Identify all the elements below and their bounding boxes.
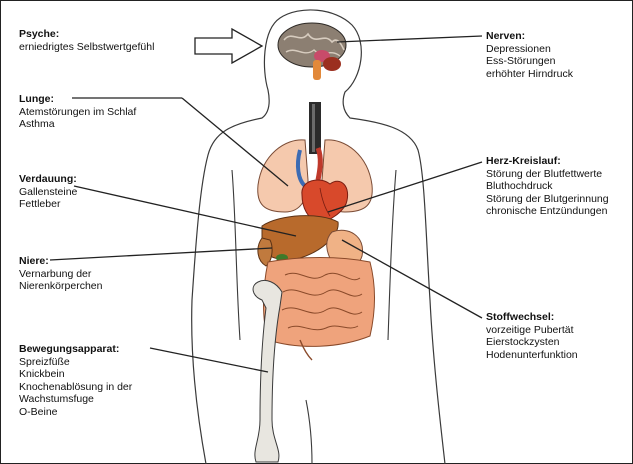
label-lunge-line: Atemstörungen im Schlaf <box>19 106 136 119</box>
label-psyche: Psyche: erniedrigtes Selbstwertgefühl <box>19 28 154 53</box>
label-stoffwechsel: Stoffwechsel: vorzeitige Pubertät Eierst… <box>486 311 578 361</box>
label-psyche-line: erniedrigtes Selbstwertgefühl <box>19 41 154 54</box>
femur-bone-icon <box>253 280 282 462</box>
label-verdauung: Verdauung: Gallensteine Fettleber <box>19 173 77 211</box>
label-lunge-line: Asthma <box>19 118 136 131</box>
arrow-icon <box>195 29 262 63</box>
label-bewegung-line: Wachstumsfuge <box>19 393 132 406</box>
label-nerven-line: Ess-Störungen <box>486 55 573 68</box>
inner-arm-left <box>232 170 240 340</box>
brain-icon <box>278 23 346 80</box>
intestine-icon <box>264 258 375 361</box>
inner-arm-right <box>388 170 396 340</box>
label-niere-line: Vernarbung der <box>19 268 102 281</box>
label-niere-line: Nierenkörperchen <box>19 280 102 293</box>
label-stoffwechsel-line: Eierstockzysten <box>486 336 578 349</box>
label-verdauung-line: Gallensteine <box>19 186 77 199</box>
label-stoffwechsel-line: vorzeitige Pubertät <box>486 324 578 337</box>
label-bewegung-line: Spreizfüße <box>19 356 132 369</box>
label-herz-line: chronische Entzündungen <box>486 205 609 218</box>
trachea-icon <box>309 102 321 154</box>
label-niere: Niere: Vernarbung der Nierenkörperchen <box>19 255 102 293</box>
label-lunge: Lunge: Atemstörungen im Schlaf Asthma <box>19 93 136 131</box>
label-nerven-line: Depressionen <box>486 43 573 56</box>
label-verdauung-title: Verdauung: <box>19 173 77 186</box>
leg-split <box>306 400 312 464</box>
label-bewegung-line: Knochenablösung in der <box>19 381 132 394</box>
label-nerven: Nerven: Depressionen Ess-Störungen erhöh… <box>486 30 573 80</box>
label-nerven-line: erhöhter Hirndruck <box>486 68 573 81</box>
label-stoffwechsel-line: Hodenunterfunktion <box>486 349 578 362</box>
label-bewegung: Bewegungsapparat: Spreizfüße Knickbein K… <box>19 343 132 419</box>
label-lunge-title: Lunge: <box>19 93 136 106</box>
label-psyche-title: Psyche: <box>19 28 154 41</box>
label-niere-title: Niere: <box>19 255 102 268</box>
label-herz-title: Herz-Kreislauf: <box>486 155 609 168</box>
label-bewegung-line: Knickbein <box>19 368 132 381</box>
label-herz: Herz-Kreislauf: Störung der Blutfettwert… <box>486 155 609 218</box>
label-herz-line: Bluthochdruck <box>486 180 609 193</box>
label-nerven-title: Nerven: <box>486 30 573 43</box>
label-verdauung-line: Fettleber <box>19 198 77 211</box>
label-bewegung-title: Bewegungsapparat: <box>19 343 132 356</box>
leader-lunge-2 <box>182 98 288 186</box>
label-herz-line: Störung der Blutfettwerte <box>486 168 609 181</box>
label-bewegung-line: O-Beine <box>19 406 132 419</box>
label-stoffwechsel-title: Stoffwechsel: <box>486 311 578 324</box>
liver-icon <box>262 216 338 260</box>
leader-bewegung <box>150 348 268 372</box>
label-herz-line: Störung der Blutgerinnung <box>486 193 609 206</box>
